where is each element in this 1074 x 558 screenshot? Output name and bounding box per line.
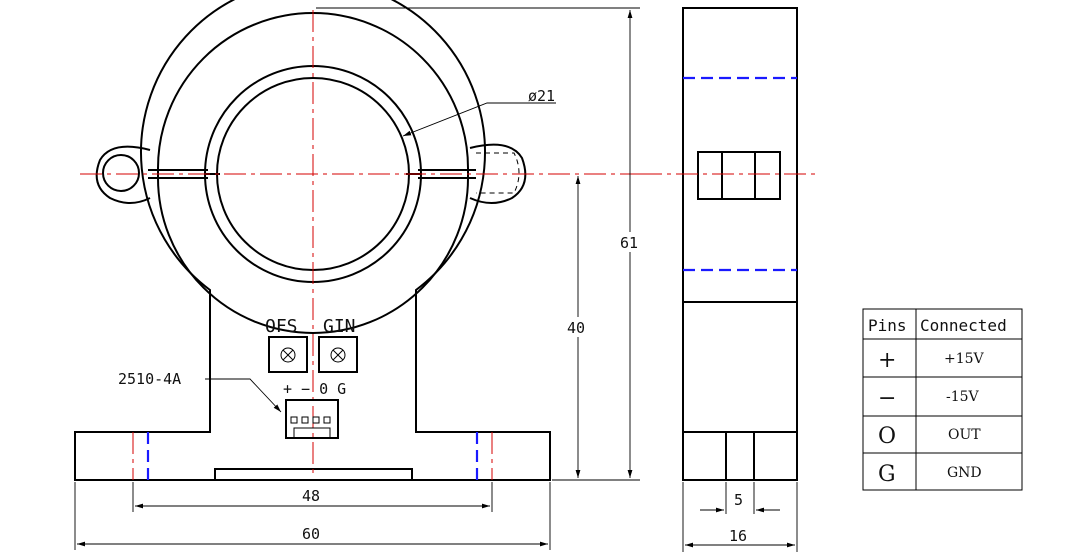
side-latch [697,151,781,200]
table-pin: O [878,424,896,449]
hole-diameter-label: ø21 [528,87,555,105]
right-mount-lug [469,143,527,204]
table-header-pins: Pins [868,316,907,335]
pin-table: Pins Connected + +15V − -15V O OUT G GND [862,308,1023,491]
table-pin: − [878,386,896,411]
pot-gin[interactable] [318,336,358,373]
side-dimensions: 5 16 [682,482,798,552]
table-connected: +15V [944,351,985,367]
front-view: OFS GIN + − 0 G 2510-4A [74,0,640,481]
width-mount-dimension: 48 [302,487,320,505]
pin-width-dimension: 5 [734,491,743,509]
pin-order-label: + − 0 G [283,380,346,398]
left-mount-lug [95,145,151,204]
table-header-connected: Connected [920,316,1007,335]
table-pin: + [878,348,896,373]
table-connected: -15V [946,389,980,405]
height-axis-dimension: 40 [567,319,585,337]
pot-ofs[interactable] [268,336,308,373]
pot-gin-label: GIN [323,316,356,337]
outer-body-outline [74,0,551,481]
side-width-dimension: 16 [729,527,747,545]
table-connected: GND [947,465,982,481]
connector-label: 2510-4A [118,370,181,388]
side-body-outline [682,7,798,481]
table-pin: G [878,462,896,487]
width-total-dimension: 60 [302,525,320,543]
connector-2510-4a [285,399,339,439]
pot-ofs-label: OFS [265,316,298,337]
table-connected: OUT [948,427,981,443]
front-dimensions: 61 40 48 60 [74,7,642,550]
side-view [640,7,815,481]
height-total-dimension: 61 [620,234,638,252]
